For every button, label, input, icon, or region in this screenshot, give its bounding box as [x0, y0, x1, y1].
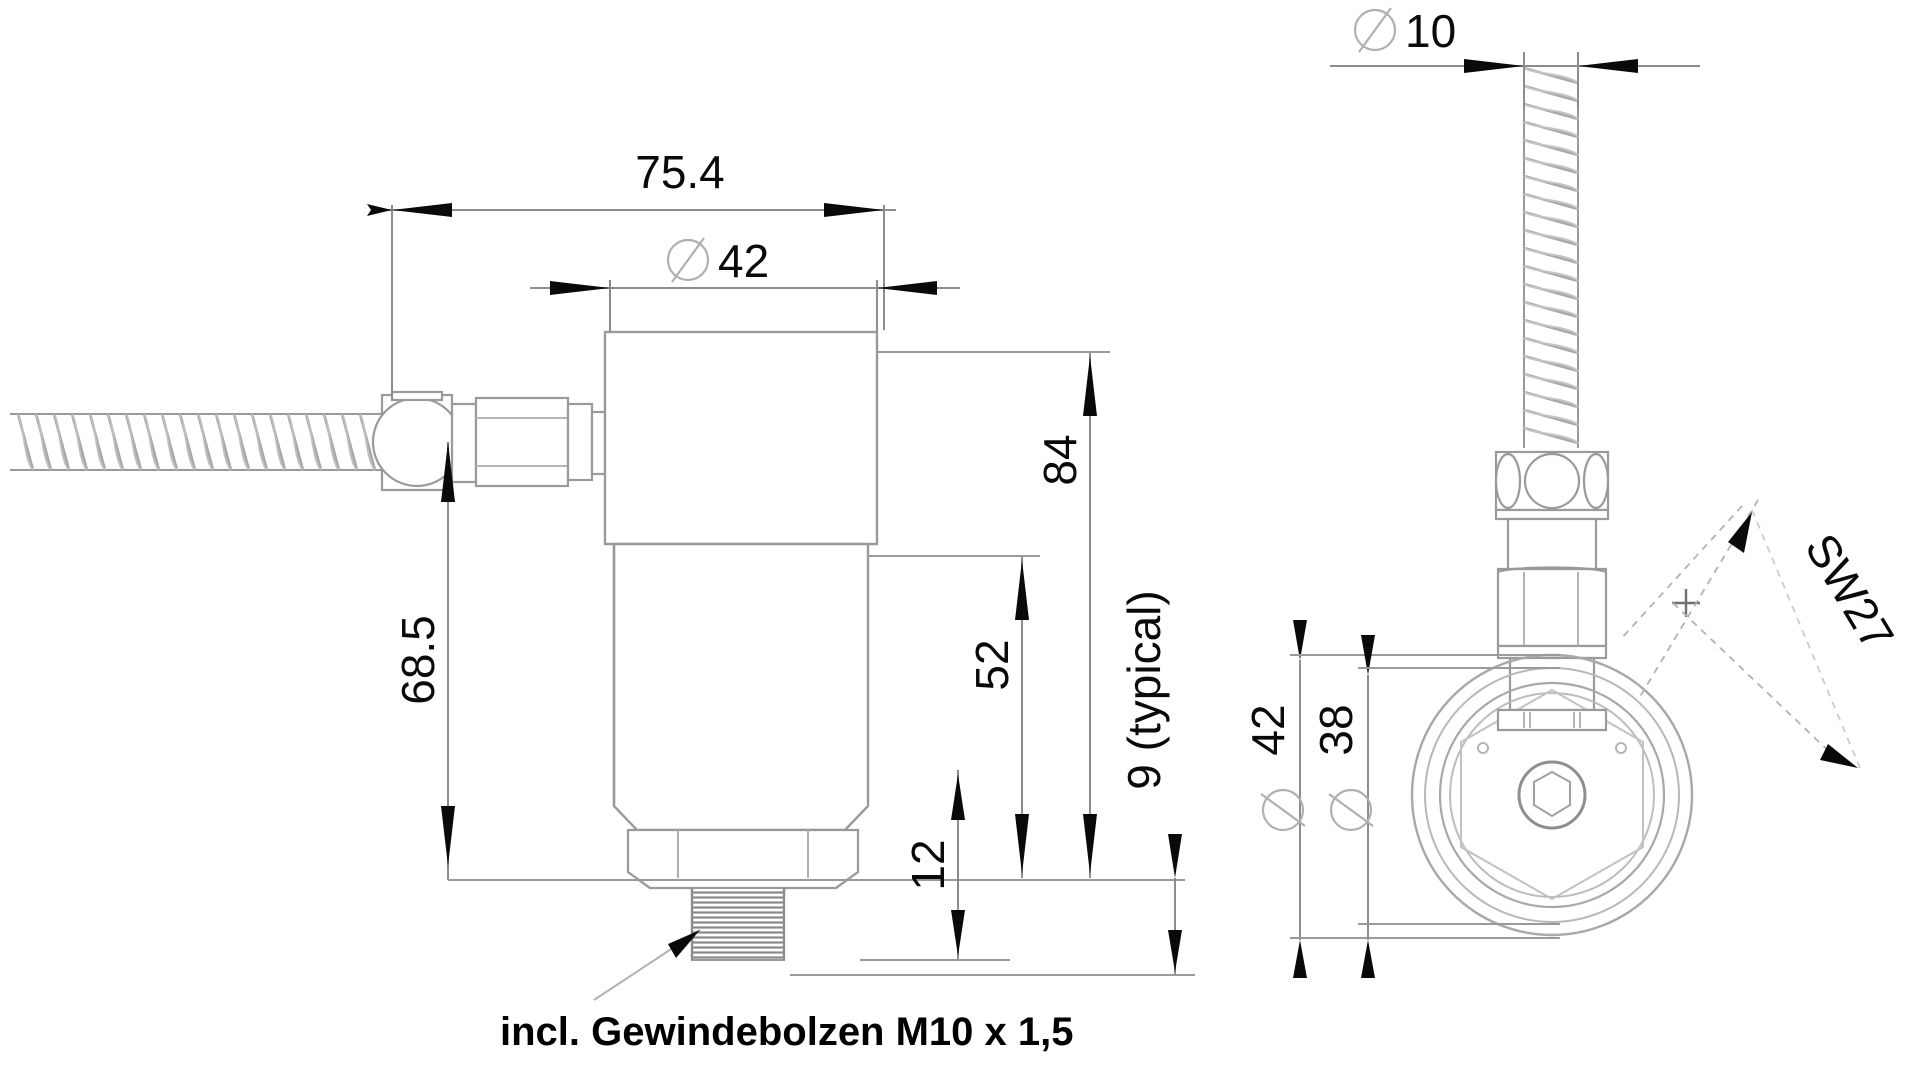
dim-label-38: 38 — [1310, 704, 1362, 755]
dim-label-68-5: 68.5 — [392, 615, 444, 705]
dim-label-42-front: 42 — [718, 235, 769, 287]
cable-gland-hex-side — [1496, 566, 1608, 648]
front-view-geometry — [10, 330, 879, 1001]
sensor-housing-upper — [603, 330, 879, 546]
housing-collar-side — [1496, 708, 1608, 732]
dim-label-sw27: SW27 — [1795, 525, 1904, 659]
cable-gland-nut — [371, 390, 463, 492]
dim-label-12: 12 — [902, 839, 954, 890]
dia-symbol-42-side — [1260, 788, 1306, 832]
cable-conduit-icon — [10, 413, 385, 471]
sw27-leader-lines — [1619, 499, 1861, 769]
dim-label-10: 10 — [1405, 5, 1456, 57]
dia-symbol-10 — [1353, 7, 1397, 53]
dim-label-52: 52 — [966, 639, 1018, 690]
front-view-dimensions — [367, 203, 1195, 976]
cable-gland-nut-side — [1494, 450, 1610, 521]
cable-gland-mid-side — [1506, 517, 1598, 571]
dim-label-42-side: 42 — [1242, 704, 1294, 755]
cable-gland-base-side — [1496, 644, 1608, 712]
sensor-housing-lower — [612, 542, 870, 832]
dim-label-75-4: 75.4 — [635, 146, 725, 198]
dim-label-84: 84 — [1034, 434, 1086, 485]
side-view-dimensions — [1290, 52, 1700, 978]
cable-gland-hex — [450, 396, 594, 488]
dia-symbol-38 — [1328, 788, 1374, 832]
note-gewindebolzen: incl. Gewindebolzen M10 x 1,5 — [500, 1010, 1074, 1054]
bolt-leader-line — [593, 929, 701, 1001]
threaded-bolt — [690, 887, 786, 961]
side-view-geometry — [1410, 58, 1861, 937]
dia-symbol-42-front — [666, 237, 710, 283]
cable-conduit-vertical-icon — [1523, 58, 1579, 448]
dim-label-9-typical: 9 (typical) — [1118, 590, 1170, 789]
